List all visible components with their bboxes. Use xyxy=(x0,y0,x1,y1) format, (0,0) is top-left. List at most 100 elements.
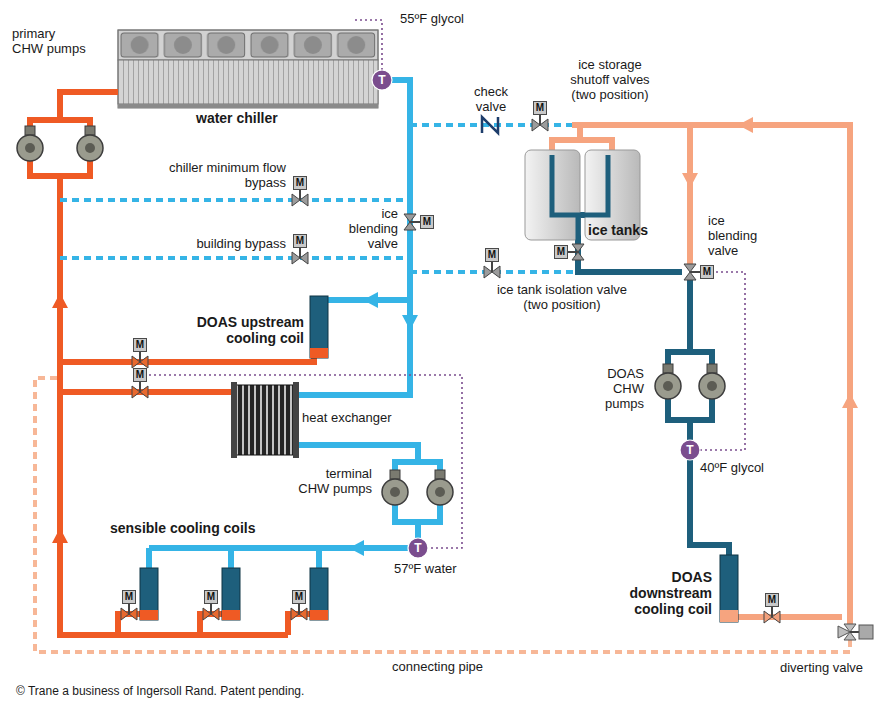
pipe-part xyxy=(121,608,137,620)
pipe-part xyxy=(231,382,237,458)
callout-label: chiller minimum flow bypass xyxy=(168,160,286,190)
chiller-illustration xyxy=(118,30,378,108)
temperature-sensor: T xyxy=(411,540,425,556)
valve-actuator: M xyxy=(292,590,306,604)
pipe-part xyxy=(427,479,453,505)
callout-label: ice tank isolation valve (two position) xyxy=(494,282,630,312)
valve-actuator: M xyxy=(420,215,434,229)
pipe-part xyxy=(682,173,698,188)
callout-label: water chiller xyxy=(196,110,306,126)
pipe-part xyxy=(52,528,68,543)
pipe-part xyxy=(291,608,307,620)
valve-actuator: M xyxy=(293,176,307,190)
pump-symbol xyxy=(382,470,408,505)
pipe-part xyxy=(25,126,35,135)
pipe-part xyxy=(25,143,35,153)
callout-label: ice blending valve xyxy=(708,213,768,258)
pipe-part xyxy=(402,315,418,330)
pipe-part xyxy=(140,568,158,620)
pipe-part xyxy=(60,256,410,260)
pump-symbol xyxy=(699,364,725,399)
pipe-part xyxy=(146,548,152,568)
pipe-part xyxy=(532,119,548,131)
pipe-part xyxy=(77,135,103,161)
pipe-part xyxy=(118,30,378,108)
pipe-part xyxy=(655,373,681,399)
temperature-sensor: T xyxy=(375,72,389,88)
callout-label: check valve xyxy=(468,84,514,114)
pipe-part xyxy=(390,470,400,479)
valve-actuator: M xyxy=(533,101,547,115)
callout-label: 40ºF glycol xyxy=(700,460,790,475)
pipe-part xyxy=(720,610,738,622)
pump-symbol xyxy=(427,470,453,505)
callout-label: DOAS upstream cooling coil xyxy=(188,314,304,346)
pipe-part xyxy=(663,364,673,373)
pipe-part xyxy=(707,381,717,391)
pump-symbol xyxy=(77,126,103,161)
return-pipe xyxy=(552,125,850,624)
pipe-part xyxy=(404,214,416,230)
callout-label: ice storage shutoff valves (two position… xyxy=(560,57,660,102)
valve-actuator: M xyxy=(204,590,218,604)
callout-label: DOAS downstream cooling coil xyxy=(612,569,712,617)
pipe-part xyxy=(295,80,410,395)
pipe-part xyxy=(738,614,842,620)
pipe-part xyxy=(707,364,717,373)
valve-actuator: M xyxy=(133,338,147,352)
diverting-valve-symbol xyxy=(838,624,873,640)
pipe-part xyxy=(118,104,378,108)
pipe-part xyxy=(85,126,95,135)
check-valve-symbol xyxy=(482,117,498,133)
pipe-part xyxy=(552,125,612,152)
pipe-part xyxy=(132,386,148,398)
pipe-part xyxy=(484,266,500,278)
pipe-part xyxy=(435,487,445,497)
pipe-part xyxy=(203,608,219,620)
callout-label: 57ºF water xyxy=(394,561,484,576)
pipe-part xyxy=(235,385,295,455)
pipe-part xyxy=(222,610,240,620)
callout-label: building bypass xyxy=(180,236,286,251)
pipe-part xyxy=(690,420,729,555)
pipe-part xyxy=(838,626,850,638)
valve-actuator: M xyxy=(293,234,307,248)
pipe-part xyxy=(687,125,693,264)
pipe-part xyxy=(140,610,158,620)
pipe-part xyxy=(842,393,858,408)
pipe-part xyxy=(578,215,682,272)
pipe-part xyxy=(576,215,581,240)
pipe-part xyxy=(699,373,725,399)
pipe-part xyxy=(228,548,234,568)
pipe-part xyxy=(310,568,328,620)
pipe-part xyxy=(859,625,873,639)
valve-actuator: M xyxy=(122,590,136,604)
valve-actuator: M xyxy=(765,593,779,607)
pump-symbols xyxy=(17,126,725,505)
pump-symbol xyxy=(655,364,681,399)
pump-symbol xyxy=(17,126,43,161)
cold-pipe xyxy=(149,80,440,568)
pipe-part xyxy=(382,479,408,505)
pipe-part xyxy=(738,117,753,133)
pipe-part xyxy=(349,540,364,556)
callout-label: heat exchanger xyxy=(302,410,402,425)
callout-label: ice tanks xyxy=(588,222,658,238)
pipe-part xyxy=(390,487,400,497)
pipe-part xyxy=(222,568,240,620)
temperature-sensor: T xyxy=(683,442,697,458)
pipe-part xyxy=(85,143,95,153)
pipe-part xyxy=(764,611,780,623)
pipe-part xyxy=(850,631,859,633)
pipe-part xyxy=(310,296,328,358)
cooling-coil xyxy=(140,296,738,622)
pipe-part xyxy=(132,356,148,368)
control-line xyxy=(148,20,745,548)
pipe-part xyxy=(310,610,328,620)
pipe-part xyxy=(310,348,328,358)
valve-actuator: M xyxy=(700,265,714,279)
valve-actuator: M xyxy=(554,245,568,259)
bypass-pipe xyxy=(60,125,578,272)
flow-arrow xyxy=(52,117,858,556)
pipe-part xyxy=(293,382,299,458)
